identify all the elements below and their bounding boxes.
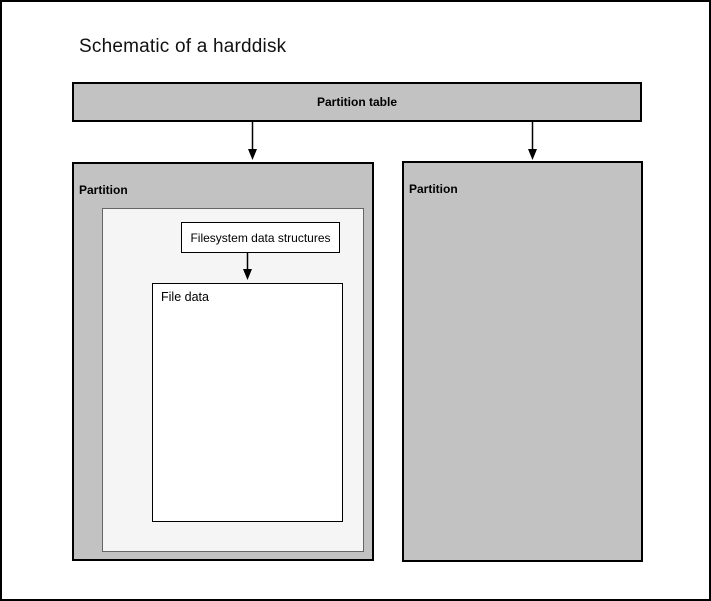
left-partition-label: Partition — [79, 183, 128, 197]
right-partition-box: Partition — [402, 161, 643, 562]
arrow-table-to-left-partition — [248, 122, 257, 160]
arrow-table-to-right-partition — [528, 122, 537, 160]
partition-table-label: Partition table — [316, 95, 397, 109]
filesystem-data-structures-label: Filesystem data structures — [190, 230, 331, 245]
file-data-box: File data — [152, 283, 343, 522]
partition-table-box: Partition table — [72, 82, 642, 122]
file-data-label: File data — [161, 290, 209, 304]
filesystem-data-structures-box: Filesystem data structures — [181, 222, 340, 253]
right-partition-label: Partition — [409, 182, 458, 196]
diagram-title: Schematic of a harddisk — [79, 36, 287, 57]
